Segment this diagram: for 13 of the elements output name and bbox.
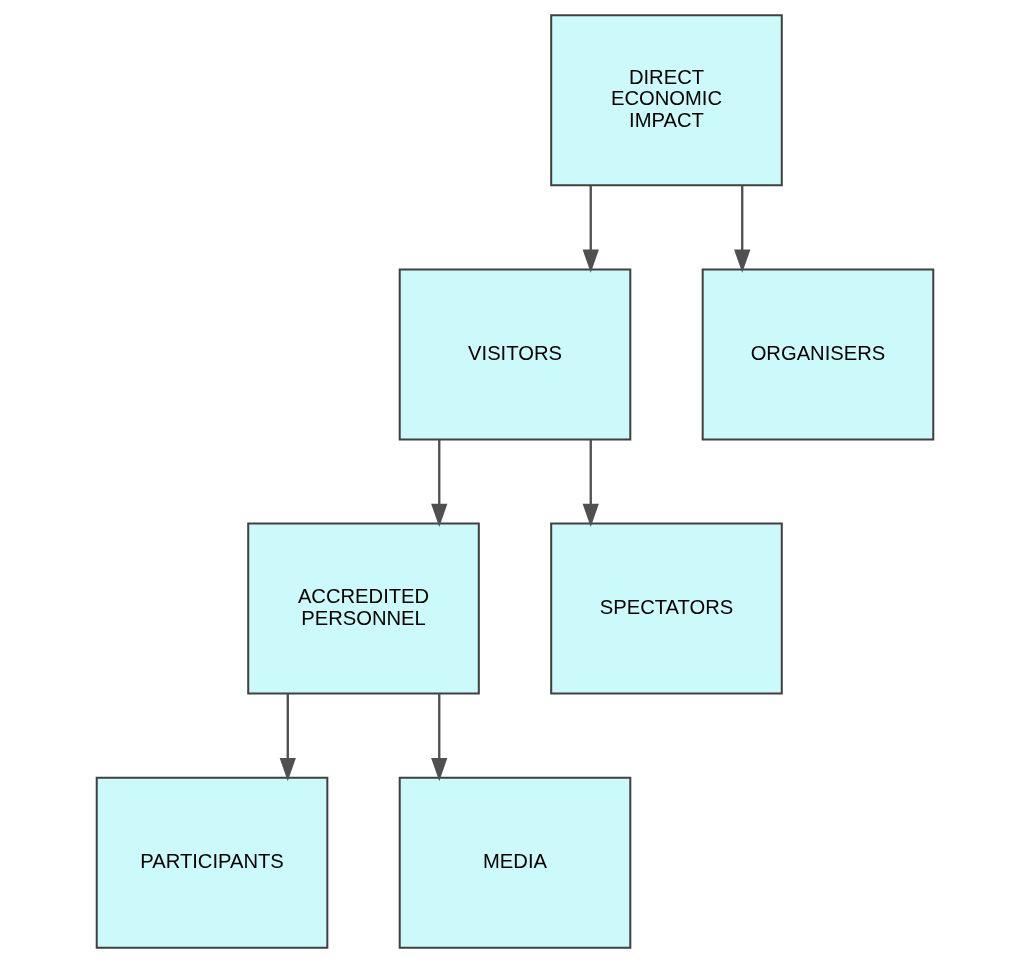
arrow	[734, 185, 751, 273]
node-box: MEDIA	[398, 776, 632, 949]
node-box: ACCREDITED PERSONNEL	[247, 522, 480, 695]
arrow	[279, 693, 296, 782]
node-box: SPECTATORS	[550, 522, 783, 695]
node-box: VISITORS	[398, 268, 632, 441]
arrow	[582, 439, 599, 528]
arrow	[431, 439, 448, 528]
node-box: PARTICIPANTS	[95, 776, 329, 949]
arrow	[431, 693, 448, 782]
node-box: DIRECT ECONOMIC IMPACT	[550, 14, 783, 187]
arrow	[582, 185, 599, 273]
node-box: ORGANISERS	[701, 268, 935, 441]
